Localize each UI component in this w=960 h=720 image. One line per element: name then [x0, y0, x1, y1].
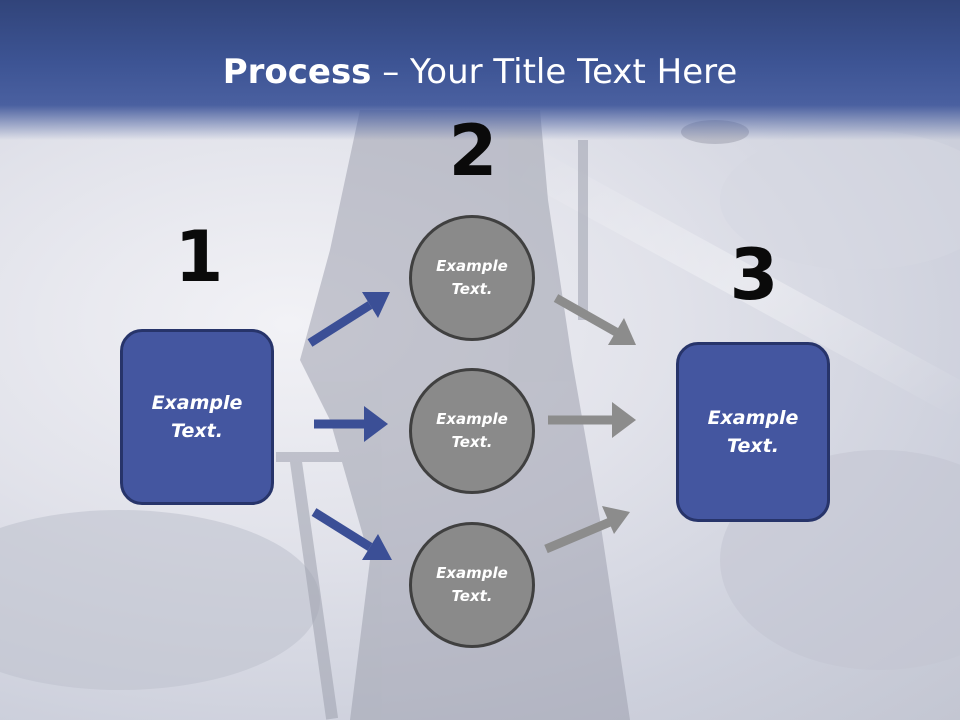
- step-2-circle-middle: Example Text.: [409, 368, 535, 494]
- blue-arrow-up: [307, 292, 390, 347]
- title-bar: [0, 0, 960, 140]
- gray-arrow-right: [548, 402, 636, 438]
- step-3-box: Example Text.: [676, 342, 830, 522]
- slide-title: Process – Your Title Text Here: [0, 52, 960, 92]
- step-3-number: 3: [729, 234, 779, 316]
- step-2-circle-text: Example Text.: [436, 409, 508, 451]
- title-bold-text: Process: [222, 52, 372, 92]
- blue-arrow-down: [311, 508, 392, 560]
- blue-arrow-right: [314, 406, 388, 442]
- step-2-circle-text: Example Text.: [436, 563, 508, 605]
- title-rest-text: – Your Title Text Here: [371, 52, 738, 92]
- step-2-circle-top: Example Text.: [409, 215, 535, 341]
- gray-arrow-down: [553, 294, 636, 345]
- step-1-number: 1: [174, 216, 224, 298]
- gray-arrow-up: [544, 506, 630, 554]
- step-1-box: Example Text.: [120, 329, 274, 505]
- step-3-text: Example Text.: [707, 406, 799, 458]
- step-2-number: 2: [448, 110, 498, 192]
- step-2-circle-text: Example Text.: [436, 256, 508, 298]
- step-1-text: Example Text.: [151, 391, 243, 443]
- step-2-circle-bottom: Example Text.: [409, 522, 535, 648]
